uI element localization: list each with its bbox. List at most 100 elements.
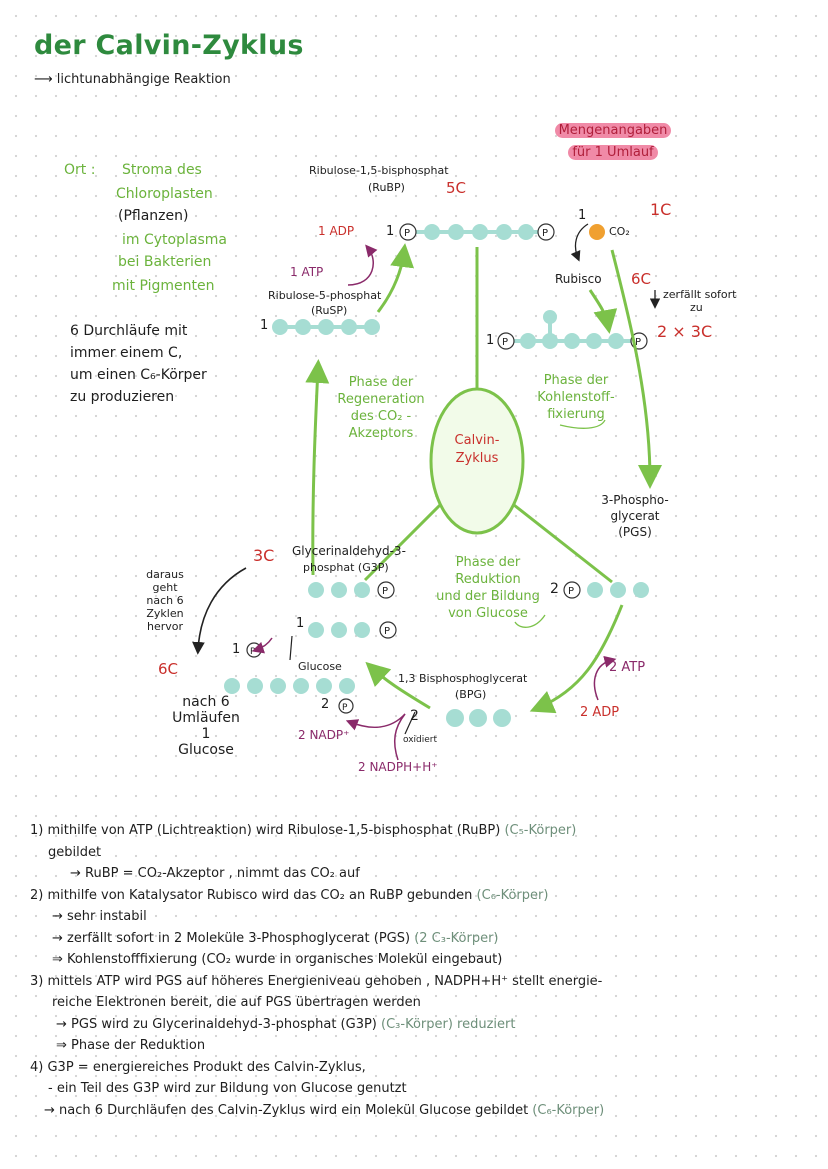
step-text: → nach 6 Durchläufen des Calvin-Zyklus w… [44,1102,533,1118]
phase-fix-3: fixierung [547,407,605,422]
step-text: 2) mithilfe von Katalysator Rubisco wird… [30,887,477,903]
phase-regen-1: Phase der [348,375,414,390]
after-note-3: 1 [201,726,211,742]
pgs-label: 3-Phospho- glycerat (PGS) [580,492,690,540]
runs-line-1: 6 Durchläufe mit [70,323,188,339]
step-text: reiche Elektronen bereit, die auf PGS üb… [52,995,421,1010]
svg-text:P: P [384,626,390,637]
bpg-prefix: 2 [410,708,419,724]
origin-note-3: nach 6 [146,594,184,607]
steps-list: 1) mithilfe von ATP (Lichtreaktion) wird… [30,820,820,1121]
six-c-prefix: 1 [486,333,495,348]
spoke-left [363,503,442,582]
rubisco-label: Rubisco [555,272,602,286]
step-text: → sehr instabil [52,909,147,924]
cycle-center-label: Calvin- Zyklus [437,432,517,468]
phase-regen-3: des CO₂ - [350,409,412,424]
g3p-molecule-second: P [308,621,397,639]
step-line: 1) mithilfe von ATP (Lichtreaktion) wird… [30,820,820,842]
calvin-cycle-diagram: P P P P P [192,223,662,761]
quantities-line-1: Mengenangaben [554,123,672,138]
pgs-line-2: glycerat [610,509,660,523]
arrow-reduction [529,604,624,714]
phase-fix-2: Kohlenstoff- [537,390,615,405]
underline-glucose [514,614,546,628]
step-line: gebildet [30,842,820,864]
atp-top: 1 ATP [290,265,324,279]
step-note: (2 C₃-Körper) [414,930,499,946]
pgs-line-1: 3-Phospho- [601,493,669,507]
atp-right: 2 ATP [609,660,645,675]
step-line: → RuBP = CO₂-Akzeptor , nimmt das CO₂ au… [30,863,820,885]
g3p-line-2: phosphat (G3P) [303,561,389,574]
after-note-2: Umläufen [172,710,240,726]
runs-line-2: immer einem C, [70,345,183,361]
glucose-after-note: nach 6 Umläufen 1 Glucose [166,694,246,758]
step-line: ⇒ Phase der Reduktion [30,1035,820,1057]
arrow-rusp-rubp [376,243,415,313]
svg-text:P: P [342,703,348,713]
step-text: - ein Teil des G3P wird zur Bildung von … [48,1081,407,1096]
step-note: (C₅-Körper) [504,823,577,838]
phase-reduction: Phase der Reduktion und der Bildung von … [424,554,552,622]
center-line-1: Calvin- [454,433,500,448]
rusp-name: Ribulose-5-phosphat [268,289,382,302]
step-line: → sehr instabil [30,906,820,928]
location-line-2: Chloroplasten [116,186,213,202]
rubp-name: Ribulose-1,5-bisphosphat [309,164,449,177]
runs-line-4: zu produzieren [70,389,175,405]
svg-text:P: P [250,647,256,657]
location-line-6: mit Pigmenten [112,278,215,294]
atp-right-label: 2 ATP [609,660,646,675]
step-text: ⇒ Kohlenstofffixierung (CO₂ wurde in org… [52,952,503,967]
arrow-nadp [345,713,406,731]
arrow-regeneration [305,359,330,576]
origin-note-5: hervor [146,620,184,633]
quantities-note: Mengenangaben für 1 Umlauf [548,119,678,163]
phase-regen-2: Regeneration [337,392,425,407]
bpg-line-1: 1,3 Bisphosphoglycerat [398,672,528,685]
location-line-3: (Pflanzen) [118,208,189,224]
origin-note-4: Zyklen [146,607,184,620]
rubp-abbr: (RuBP) [368,181,405,194]
arrow-to-g3p [365,661,431,710]
phase-red-1: Phase der [455,555,521,570]
step-text: 1) mithilfe von ATP (Lichtreaktion) wird… [30,823,505,838]
step-note: (C₆-Körper) [532,1102,605,1118]
arrow-atp-adp-right [593,656,617,701]
co2-count: 1C [650,200,672,219]
rusp-prefix: 1 [260,318,269,333]
arrow-co2-binding [588,289,618,334]
step-line: 3) mittels ATP wird PGS auf höheres Ener… [30,971,820,993]
phase-fix-1: Phase der [543,373,609,388]
step-line: reiche Elektronen bereit, die auf PGS üb… [30,992,820,1014]
phosphate-icon [338,698,354,714]
rubp-molecule: P P [399,223,555,241]
step-line: → nach 6 Durchläufen des Calvin-Zyklus w… [30,1100,820,1122]
six-carbon-molecule: P P [497,310,648,350]
adp-right-label: 2 ADP [580,705,620,720]
spoke-right [513,503,613,584]
co2-dot [589,224,605,240]
nadp-label: 2 NADP⁺ [298,728,350,742]
nadph-label: 2 NADPH+H⁺ [358,760,438,774]
svg-text:P: P [635,337,641,348]
location-line-1: Stroma des [122,162,202,178]
pgs-prefix: 2 [550,581,559,597]
step-text: → PGS wird zu Glycerinaldehyd-3-phosphat… [56,1016,382,1032]
arrow-fixation [610,249,662,489]
arrow-nadph [393,713,406,761]
subtitle-text: lichtunabhängige Reaktion [56,72,231,87]
svg-text:P: P [568,586,574,597]
glucose-label: Glucose [298,660,342,673]
g3p-molecule: P [308,581,395,599]
bpg-molecule [446,709,511,727]
svg-text:P: P [542,228,548,239]
adp-top: 1 ADP [318,224,355,238]
co2-label: CO₂ [609,225,630,238]
after-note-4: Glucose [178,742,234,758]
glucose-count: 6C [158,660,179,678]
step-text: gebildet [48,844,102,860]
step-text: ⇒ Phase der Reduktion [56,1038,206,1053]
origin-note-2: geht [152,581,178,594]
